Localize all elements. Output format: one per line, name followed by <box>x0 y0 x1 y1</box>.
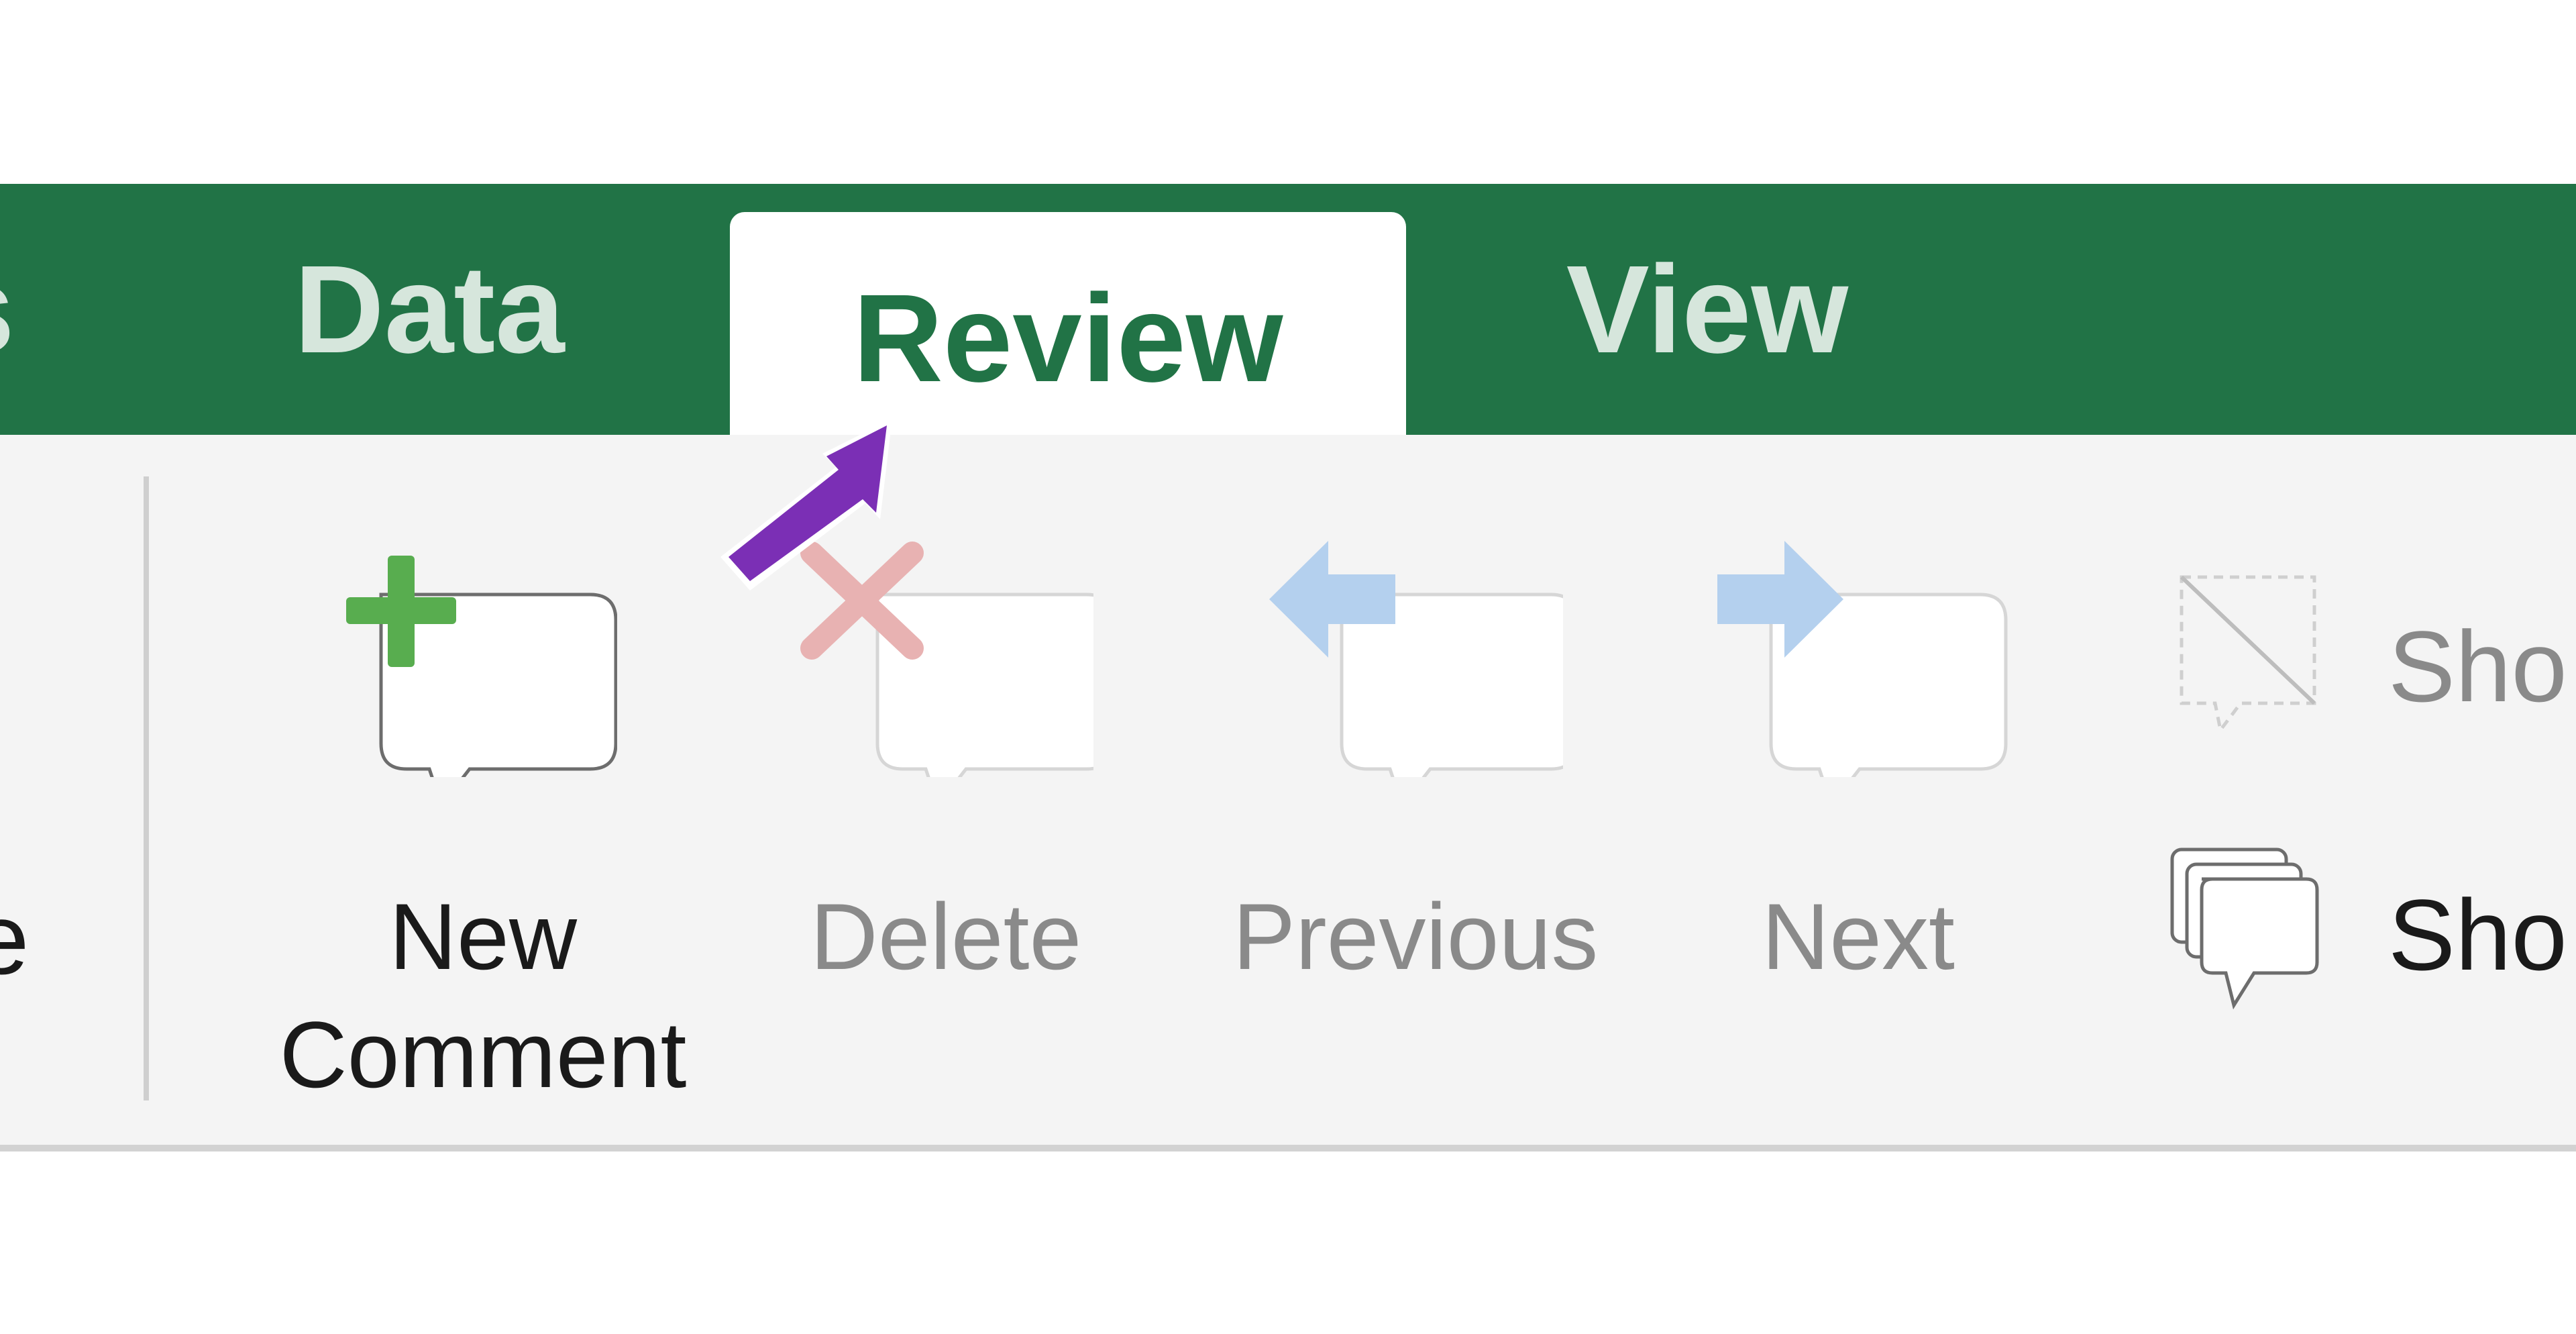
tab-partial[interactable]: s <box>0 184 20 435</box>
annotation-arrow-icon <box>720 419 892 591</box>
new-comment-icon <box>346 556 617 777</box>
previous-comment-button[interactable]: Previous <box>1194 435 1637 1145</box>
tab-data[interactable]: Data <box>294 240 565 379</box>
previous-comment-icon <box>1269 541 1563 777</box>
delete-comment-icon <box>800 542 1093 777</box>
next-comment-button[interactable]: Next <box>1690 435 2026 1145</box>
show-ink-label: Sho <box>2388 610 2567 723</box>
delete-comment-label: Delete <box>810 884 1082 989</box>
next-comment-label: Next <box>1762 884 1955 989</box>
show-comments-button[interactable]: Sho <box>2147 844 2576 1045</box>
new-comment-button[interactable]: New Comment <box>228 435 738 1145</box>
ribbon-tab-bar: s Data Review View <box>0 184 2576 435</box>
show-ink-icon <box>2180 575 2316 730</box>
show-comments-icon <box>2170 848 2319 1010</box>
group-divider <box>144 476 149 1100</box>
next-comment-icon <box>1717 541 2008 777</box>
new-comment-label: New Comment <box>279 884 687 1107</box>
ribbon-panel: e New Comment Delete Previous Nex <box>0 435 2576 1151</box>
show-comments-label: Sho <box>2388 878 2567 991</box>
tab-view[interactable]: View <box>1566 240 1849 379</box>
previous-comment-label: Previous <box>1232 884 1599 989</box>
tab-review[interactable]: Review <box>730 212 1406 435</box>
partial-button-label[interactable]: e <box>0 882 30 995</box>
delete-comment-button[interactable]: Delete <box>771 435 1120 1145</box>
show-ink-button[interactable]: Sho <box>2160 556 2576 757</box>
